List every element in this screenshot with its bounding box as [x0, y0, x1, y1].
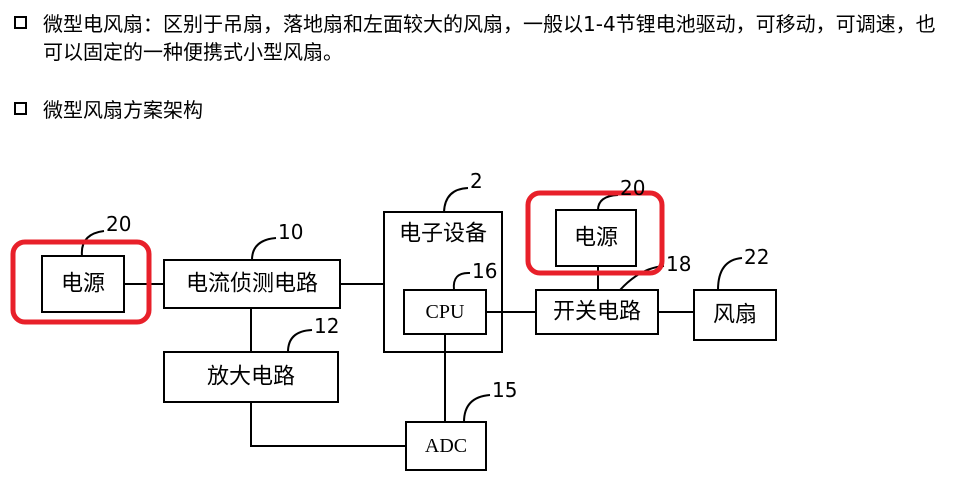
highlight-power-left [10, 239, 152, 325]
ref-switch: 18 [666, 252, 691, 276]
leader-current-detect [251, 237, 277, 261]
power-left-label: 电源 [61, 272, 105, 297]
wire-amp-to-adc [250, 402, 406, 447]
definition-text: 微型电风扇：区别于吊扇，落地扇和左面较大的风扇，一般以1-4节锂电池驱动，可移动… [43, 12, 936, 64]
ref-power-left: 20 [106, 212, 131, 236]
cpu-label: CPU [426, 301, 465, 323]
ref-current-detect: 10 [278, 220, 303, 244]
leader-power-right [597, 194, 619, 211]
square-bullet-icon [14, 16, 27, 29]
ref-fan: 22 [744, 245, 769, 269]
square-bullet-icon [14, 102, 27, 115]
highlight-power-right [525, 190, 665, 276]
leader-device [443, 187, 469, 213]
adc-label: ADC [425, 435, 467, 457]
amplifier-box [163, 351, 339, 403]
leader-adc [463, 394, 491, 423]
switch-label: 开关电路 [553, 300, 641, 325]
section-heading: 微型风扇方案架构 [14, 96, 203, 124]
power-right-label: 电源 [574, 226, 618, 251]
current-detect-label: 电流侦测电路 [186, 272, 318, 297]
leader-amplifier [287, 329, 313, 353]
device-box [383, 211, 503, 353]
leader-cpu [452, 271, 471, 291]
power-right-box [555, 209, 637, 267]
fan-label: 风扇 [713, 303, 757, 328]
ref-device: 2 [470, 169, 483, 193]
ref-adc: 15 [492, 378, 517, 402]
leader-power-left [80, 230, 105, 257]
switch-box [535, 289, 659, 335]
definition-paragraph: 微型电风扇：区别于吊扇，落地扇和左面较大的风扇，一般以1-4节锂电池驱动，可移动… [14, 10, 959, 66]
cpu-box [403, 289, 487, 335]
amplifier-label: 放大电路 [207, 365, 295, 390]
section-title: 微型风扇方案架构 [43, 98, 203, 122]
device-label: 电子设备 [399, 222, 487, 247]
ref-amplifier: 12 [314, 314, 339, 338]
adc-box [405, 421, 487, 471]
ref-power-right: 20 [620, 176, 645, 200]
power-left-box [41, 255, 125, 313]
ref-cpu: 16 [472, 259, 497, 283]
fan-box [693, 289, 777, 341]
leader-fan [717, 257, 743, 291]
